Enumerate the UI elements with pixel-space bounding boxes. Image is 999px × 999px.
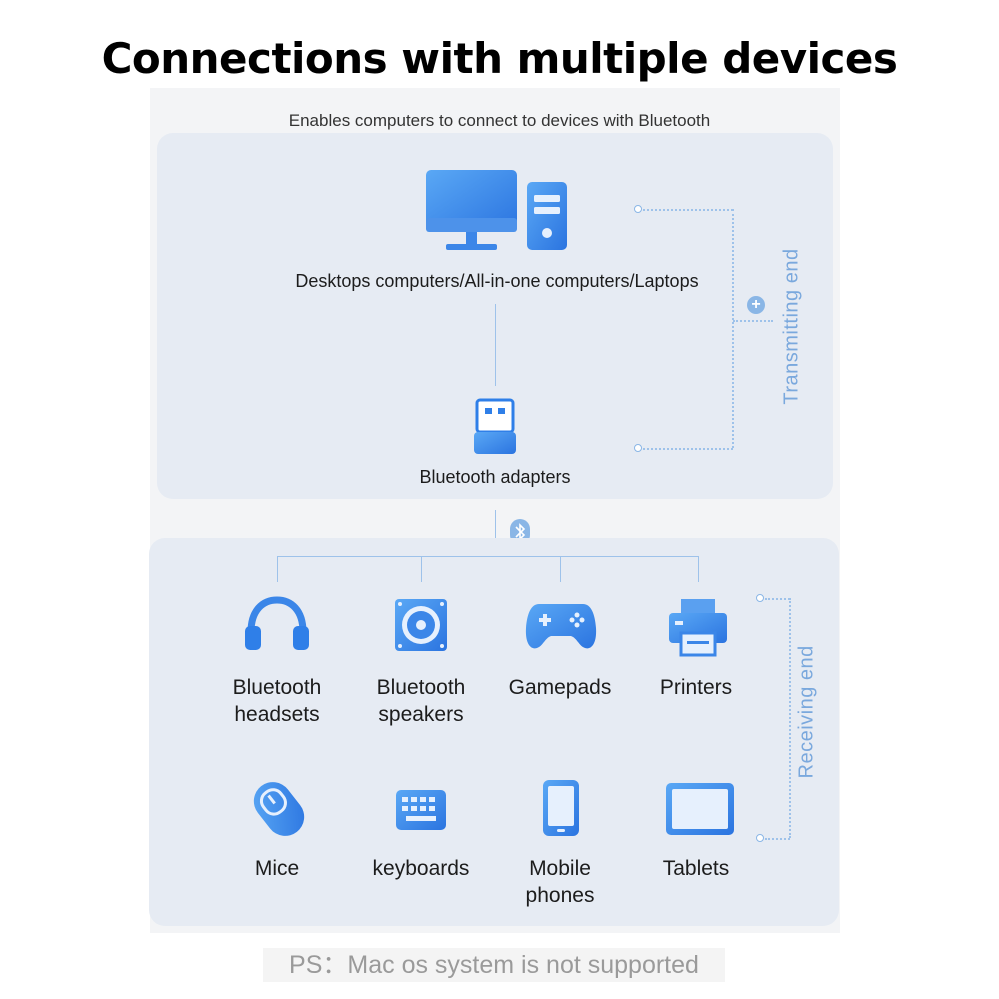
tree-branch-3 <box>560 556 561 582</box>
headset-icon <box>245 596 309 650</box>
printers-label: Printers <box>659 676 733 699</box>
phone-icon <box>543 780 579 836</box>
tree-horizontal-line <box>277 556 698 557</box>
pc-tower-icon <box>527 182 567 250</box>
tablets-label: Tablets <box>662 857 730 880</box>
keyboards-label: keyboards <box>372 857 470 880</box>
receiving-top-line <box>765 598 790 600</box>
receiving-end-label: Receiving end <box>795 645 818 779</box>
mouse-icon <box>253 782 305 836</box>
receiving-bottom-line <box>765 838 790 840</box>
speakers-label: Bluetooth speakers <box>351 674 491 728</box>
gamepads-label: Gamepads <box>508 676 612 699</box>
bracket-top-line <box>643 209 733 211</box>
headsets-label-line1: Bluetooth <box>232 676 322 699</box>
headsets-label-line2: headsets <box>234 703 320 726</box>
bracket-bottom-line <box>643 448 733 450</box>
bracket-vertical-line <box>732 209 734 448</box>
bracket-dot-top <box>634 205 642 213</box>
phones-label-line2: phones <box>525 884 595 907</box>
tree-branch-4 <box>698 556 699 582</box>
tablet-icon <box>666 783 734 835</box>
adapter-label: Bluetooth adapters <box>419 467 571 487</box>
headsets-label: Bluetooth headsets <box>207 674 347 728</box>
gamepad-icon <box>525 604 597 649</box>
computers-label: Desktops computers/All-in-one computers/… <box>295 271 699 291</box>
bracket-dot-bottom <box>634 444 642 452</box>
connector-computer-adapter <box>495 304 496 386</box>
bracket-mid-line <box>733 320 773 322</box>
keyboard-icon <box>396 790 446 830</box>
usb-adapter-icon <box>474 398 516 454</box>
receiving-dot-top <box>756 594 764 602</box>
page-title: Connections with multiple devices <box>101 34 898 83</box>
printer-icon <box>669 599 727 657</box>
receiving-vertical-line <box>789 598 791 838</box>
speakers-label-line1: Bluetooth <box>376 676 466 699</box>
receiving-dot-bottom <box>756 834 764 842</box>
phones-label: Mobile phones <box>490 855 630 909</box>
tree-branch-2 <box>421 556 422 582</box>
speaker-icon <box>395 599 447 651</box>
plus-icon: + <box>747 296 765 314</box>
subtitle: Enables computers to connect to devices … <box>288 111 711 130</box>
monitor-icon <box>426 170 517 250</box>
transmitting-end-label: Transmitting end <box>780 248 803 405</box>
phones-label-line1: Mobile <box>529 857 591 880</box>
speakers-label-line2: speakers <box>378 703 464 726</box>
tree-branch-1 <box>277 556 278 582</box>
mice-label: Mice <box>254 857 300 880</box>
connector-adapter-devices <box>495 510 496 556</box>
footer-note: PS：Mac os system is not supported <box>263 948 725 982</box>
